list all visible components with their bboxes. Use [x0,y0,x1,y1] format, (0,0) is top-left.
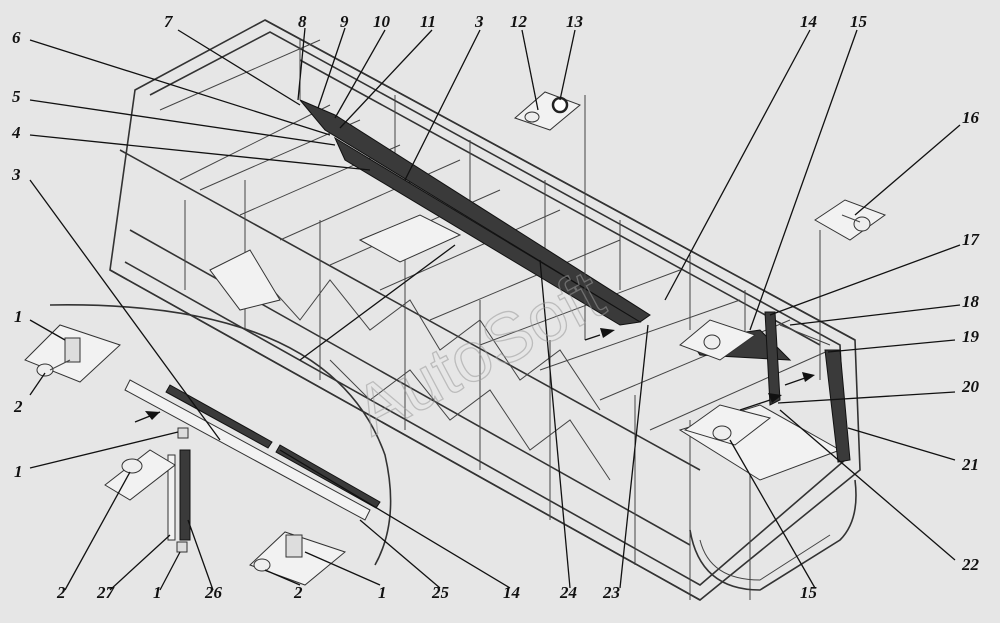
callout-8: 8 [298,12,307,31]
arrows [584,328,815,411]
bus-body-frame [109,19,861,601]
callout-26: 26 [204,583,223,602]
screw-box-14 [679,319,757,361]
callout-1-bottom-right: 1 [378,583,387,602]
strip-detail-25-14 [124,379,381,521]
callout-4: 4 [11,123,21,142]
callout-12: 12 [510,12,528,31]
callout-24: 24 [559,583,577,602]
callout-14-top: 14 [800,12,817,31]
callout-2-left: 2 [13,397,23,416]
callout-14-bottom: 14 [503,583,520,602]
callout-11: 11 [420,12,436,31]
callout-3-left: 3 [11,165,21,184]
callout-15-bottom: 15 [800,583,818,602]
callout-16: 16 [962,108,980,127]
callout-27: 27 [96,583,116,602]
callout-3-top: 3 [474,12,484,31]
screw-box-12-13 [514,91,586,340]
leader-lines [29,27,961,591]
screw-box-16 [814,199,887,380]
callout-1-mid: 1 [14,462,23,481]
callout-6: 6 [12,28,21,47]
callout-22: 22 [961,555,980,574]
callout-9: 9 [340,12,349,31]
callout-15-top: 15 [850,12,868,31]
vertical-strip-detail [167,427,191,553]
callout-2-bottom: 2 [293,583,303,602]
callout-13: 13 [566,12,584,31]
callout-5: 5 [12,87,21,106]
callout-17: 17 [962,230,981,249]
detail-arc [49,244,456,566]
callout-20: 20 [961,377,980,396]
callout-18: 18 [962,292,980,311]
watermark-text: AutoSoft [342,255,616,450]
callout-19: 19 [962,327,980,346]
callout-10: 10 [373,12,391,31]
callout-21: 21 [961,455,979,474]
screw-box-15 [683,404,772,446]
callout-23: 23 [602,583,621,602]
callout-2-bottom-left: 2 [56,583,66,602]
screw-box-2-bottom [249,531,347,586]
callout-1-left: 1 [14,307,23,326]
screw-box-1-2-left [24,324,121,383]
callout-1-bottom: 1 [153,583,162,602]
screw-box-1-2-mid [104,449,176,501]
callout-25: 25 [431,583,450,602]
callout-numbers: 7 8 9 10 11 3 12 13 14 15 6 5 4 3 16 17 … [11,12,981,602]
right-side-strips [764,311,851,463]
callout-7: 7 [164,12,174,31]
